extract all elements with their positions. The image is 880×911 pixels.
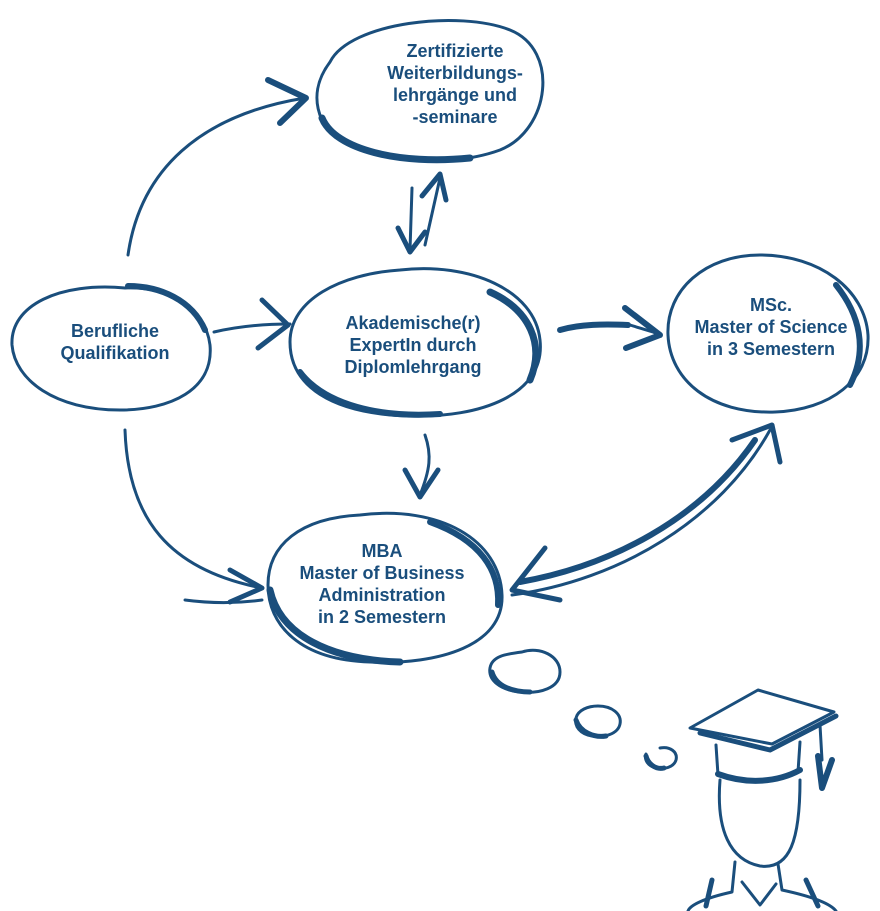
node-msc-shape bbox=[666, 253, 870, 414]
node-msc-line-2: Master of Science bbox=[694, 317, 848, 337]
node-msc-line-1: MSc. bbox=[749, 295, 792, 315]
node-certified-line-1: Zertifizierte bbox=[406, 41, 504, 61]
node-certified-line-2: Weiterbildungs- bbox=[387, 63, 523, 83]
node-professional-label: Berufliche Qualifikation bbox=[30, 320, 200, 364]
node-expert-line-1: Akademische(r) bbox=[345, 313, 481, 333]
node-expert-line-3: Diplomlehrgang bbox=[344, 357, 482, 377]
node-certified-shape bbox=[315, 19, 545, 164]
node-certified-line-4: -seminare bbox=[412, 107, 498, 127]
node-expert-shape bbox=[288, 267, 542, 418]
edge-expert-to-msc bbox=[557, 305, 663, 351]
edge-professional-to-mba bbox=[123, 428, 265, 605]
node-professional-line-2: Qualifikation bbox=[60, 343, 170, 363]
node-mba-line-4: in 2 Semestern bbox=[317, 607, 447, 627]
node-certified-label: Zertifizierte Weiterbildungs- lehrgänge … bbox=[360, 40, 550, 128]
node-professional-shape bbox=[10, 283, 212, 412]
graduate-figure bbox=[686, 688, 839, 911]
node-expert-line-2: ExpertIn durch bbox=[349, 335, 477, 355]
edge-mba-msc-bidirectional bbox=[509, 422, 783, 603]
edge-professional-to-expert bbox=[212, 297, 292, 351]
node-mba-line-2: Master of Business bbox=[299, 563, 465, 583]
edge-expert-certified-bidirectional bbox=[395, 171, 449, 255]
node-mba-label: MBA Master of Business Administration in… bbox=[282, 540, 482, 628]
thought-bubble bbox=[488, 648, 678, 771]
node-mba-shape bbox=[266, 511, 504, 666]
node-mba-line-1: MBA bbox=[361, 541, 403, 561]
node-mba-line-3: Administration bbox=[318, 585, 446, 605]
edge-expert-to-mba bbox=[402, 433, 441, 500]
edge-professional-to-certified bbox=[126, 77, 309, 257]
node-msc-label: MSc. Master of Science in 3 Semestern bbox=[676, 294, 866, 360]
node-certified-line-3: lehrgänge und bbox=[392, 85, 517, 105]
node-msc-line-3: in 3 Semestern bbox=[706, 339, 836, 359]
node-professional-line-1: Berufliche bbox=[70, 321, 160, 341]
node-expert-label: Akademische(r) ExpertIn durch Diplomlehr… bbox=[318, 312, 508, 378]
